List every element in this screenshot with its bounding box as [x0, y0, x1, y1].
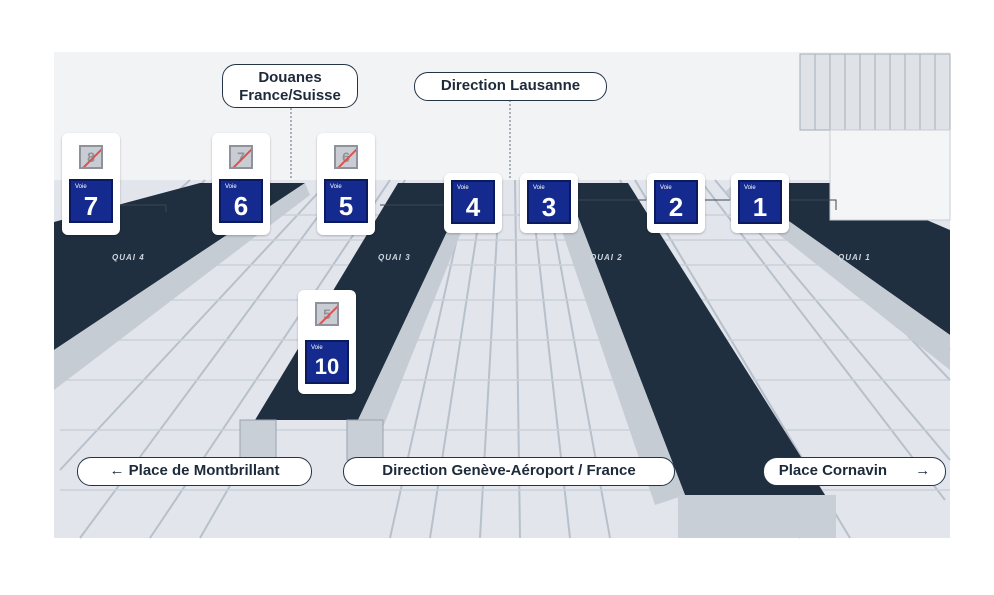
building-wall — [829, 129, 951, 221]
douanes-callout: Douanes France/Suisse — [222, 64, 358, 108]
platform-quai-3-edge — [358, 183, 478, 440]
old-voie-number: 8 — [79, 145, 103, 169]
montbrillant-callout: ← Place de Montbrillant — [77, 457, 312, 486]
building-columns — [814, 54, 936, 130]
douanes-line-1: Douanes — [258, 69, 322, 86]
douanes-line-2: France/Suisse — [239, 87, 341, 104]
arrow-left-icon: ← — [109, 462, 125, 479]
old-voie-number: 7 — [229, 145, 253, 169]
quai-label-2: QUAI 2 — [590, 253, 623, 262]
quai-label-3: QUAI 3 — [378, 253, 411, 262]
old-voie-number: 6 — [334, 145, 358, 169]
arrow-right-icon: → — [915, 462, 931, 479]
platform-quai-2 — [565, 183, 825, 495]
quai-label-4: QUAI 4 — [112, 253, 145, 262]
montbrillant-label: Place de Montbrillant — [128, 462, 280, 479]
leader-lines — [290, 100, 511, 180]
platform-end-block — [346, 419, 384, 461]
platform-end-block — [239, 419, 277, 461]
lausanne-callout: Direction Lausanne — [414, 72, 607, 101]
sign-connectors — [120, 199, 837, 212]
platform-quai-2-edge — [548, 183, 685, 505]
old-voie-number: 5 — [315, 302, 339, 326]
cornavin-label: Place Cornavin — [778, 462, 888, 479]
quai-label-1: QUAI 1 — [838, 253, 871, 262]
cornavin-callout: Place Cornavin → — [763, 457, 946, 486]
geneve-callout: Direction Genève-Aéroport / France — [343, 457, 675, 486]
platform-quai-2-end — [678, 495, 836, 538]
